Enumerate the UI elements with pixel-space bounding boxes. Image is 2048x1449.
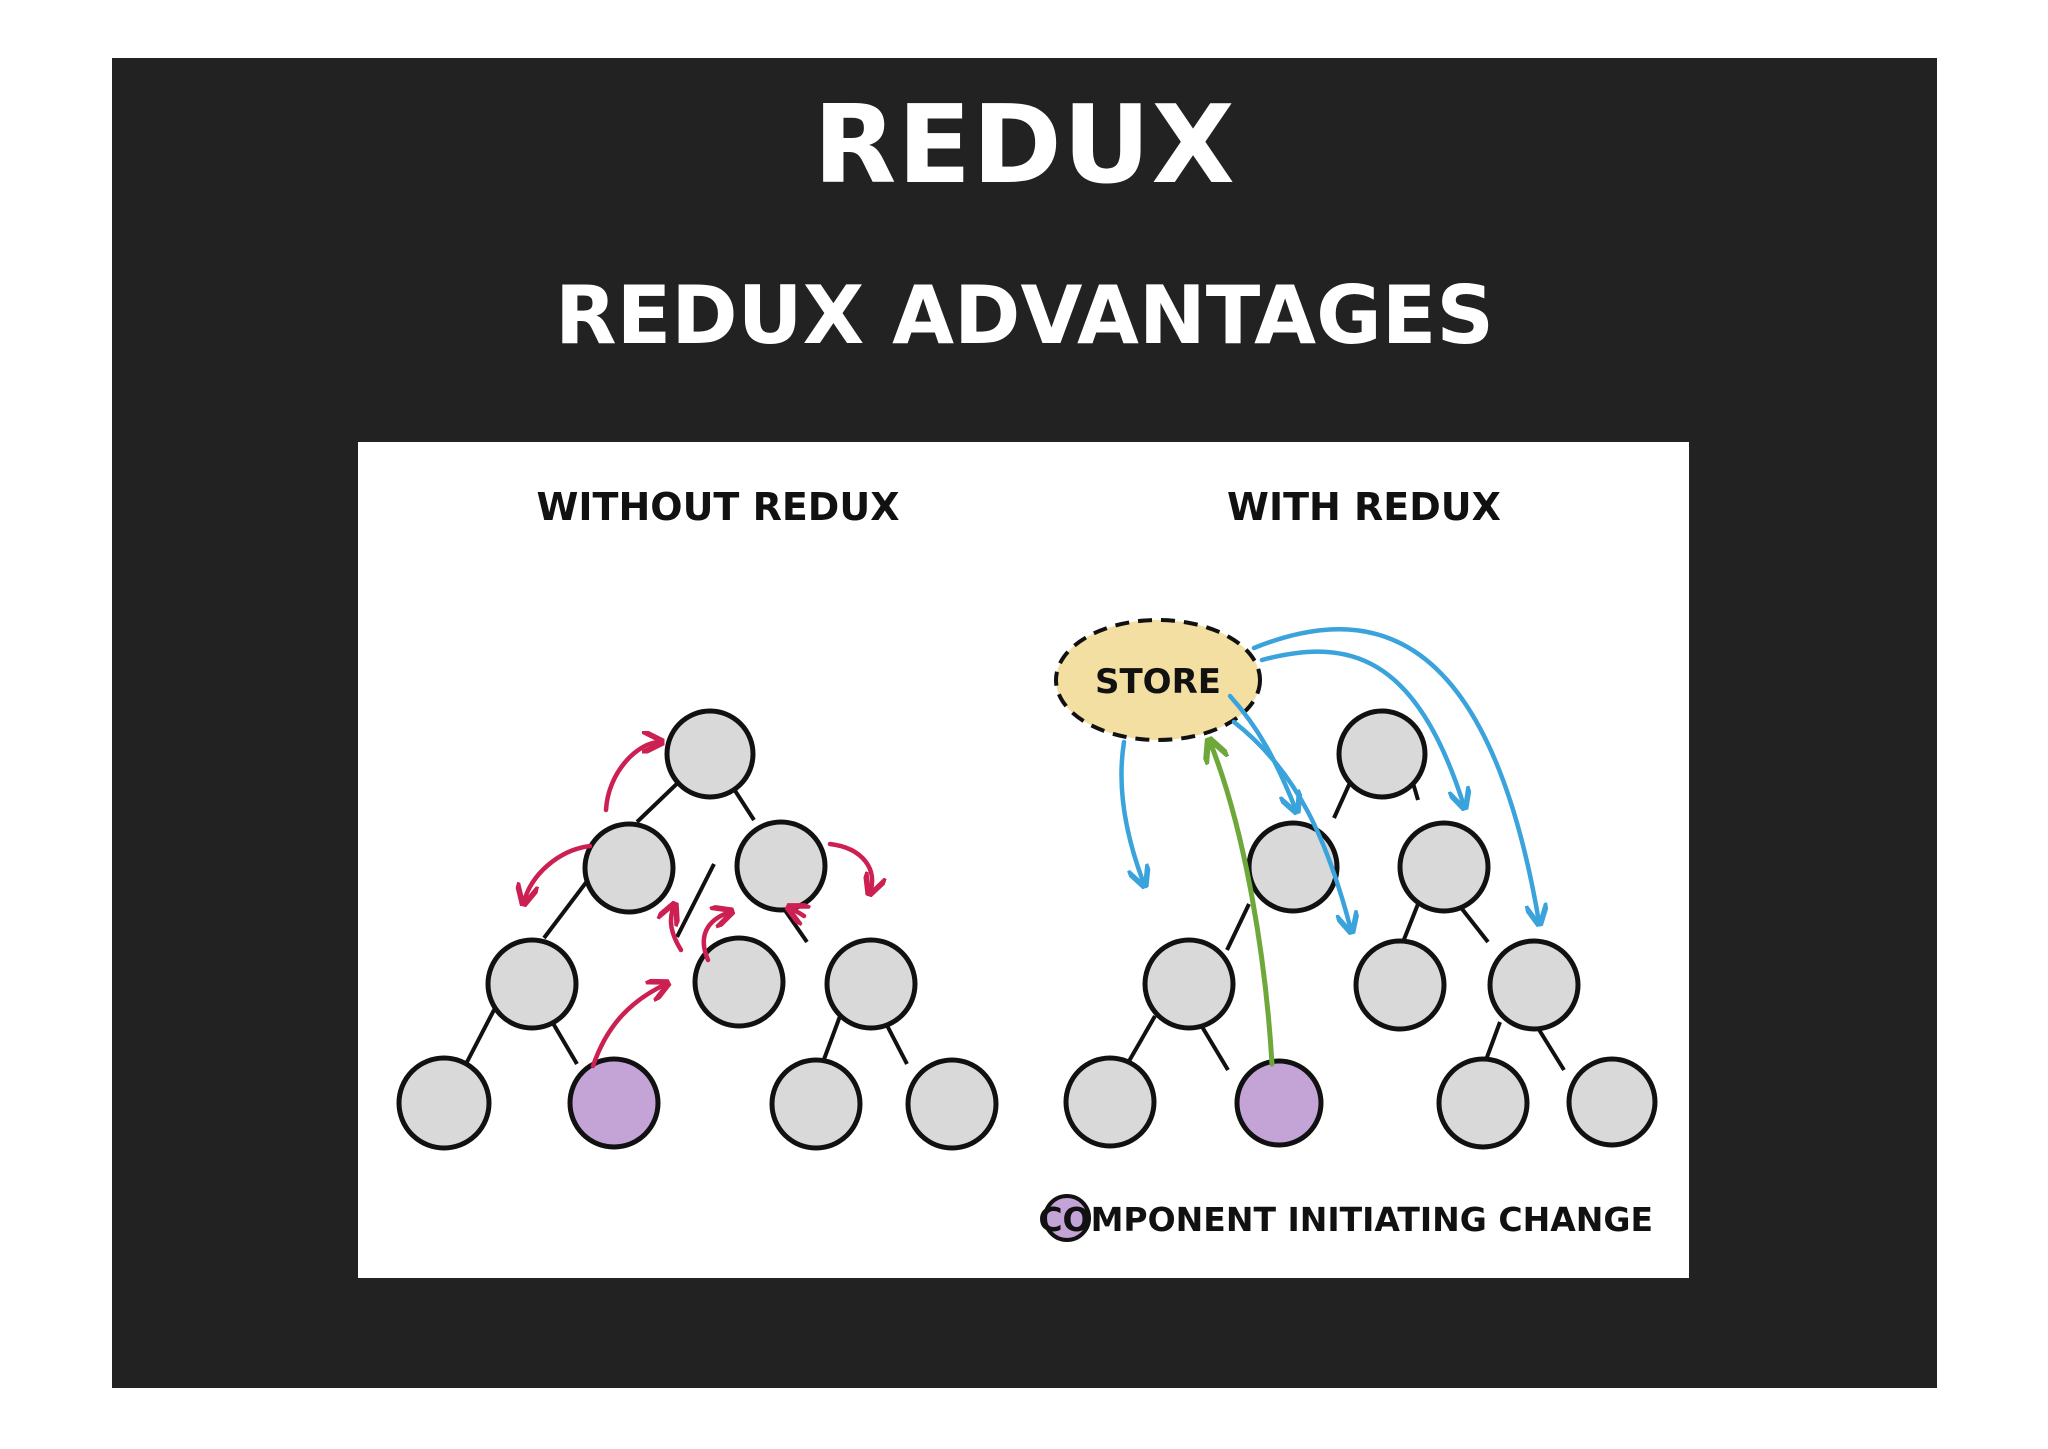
tree-node (692, 935, 786, 1029)
without-redux-nodes (396, 708, 999, 1151)
red-arrow (827, 841, 872, 892)
initiator-node (1234, 1058, 1324, 1148)
with-redux-nodes (1063, 708, 1658, 1150)
blue-arrow (1119, 739, 1144, 884)
red-arrow (790, 908, 804, 916)
without-redux-heading: WITHOUT REDUX (536, 485, 899, 529)
tree-node (905, 1057, 999, 1151)
tree-node (769, 1057, 863, 1151)
tree-node (1336, 708, 1428, 800)
blue-arrow (1259, 649, 1464, 806)
tree-node (1142, 937, 1236, 1031)
tree-node (1246, 820, 1340, 914)
tree-node (664, 708, 756, 800)
tree-node (485, 937, 579, 1031)
store-update-arrows (1119, 626, 1539, 930)
tree-node (1397, 820, 1491, 914)
store-label: STORE (1095, 662, 1221, 702)
legend-label: COMPONENT INITIATING CHANGE (1038, 1200, 1653, 1239)
red-arrow (603, 742, 660, 813)
diagram-panel: WITHOUT REDUX WITH REDUX (358, 442, 1689, 1278)
legend: COMPONENT INITIATING CHANGE (1038, 1194, 1653, 1242)
tree-node (1353, 938, 1447, 1032)
red-arrow (671, 906, 684, 953)
red-arrow (524, 843, 593, 902)
slide-background: REDUX REDUX ADVANTAGES WITHOUT REDUX WIT… (112, 58, 1937, 1388)
red-arrow (701, 912, 730, 963)
legend-initiator-swatch (1043, 1194, 1091, 1242)
slide-subtitle: REDUX ADVANTAGES (554, 269, 1495, 362)
prop-drilling-arrows (524, 742, 872, 1069)
slide-title: REDUX (813, 83, 1236, 208)
blue-arrow (1251, 626, 1539, 922)
dispatch-arrow (1210, 742, 1275, 1067)
tree-node (1487, 938, 1581, 1032)
blue-arrow (1227, 693, 1296, 810)
tree-node (1566, 1056, 1658, 1148)
tree-node (824, 937, 918, 1031)
tree-node (1436, 1056, 1530, 1150)
store: STORE (1054, 618, 1262, 742)
red-arrow (590, 984, 666, 1069)
initiator-node (567, 1056, 661, 1150)
tree-node (734, 819, 828, 913)
tree-node (396, 1055, 492, 1151)
with-redux-heading: WITH REDUX (1227, 485, 1501, 529)
blue-arrow (1231, 719, 1351, 930)
tree-node (582, 821, 676, 915)
tree-node (1063, 1055, 1157, 1149)
store-blob (1054, 618, 1262, 742)
